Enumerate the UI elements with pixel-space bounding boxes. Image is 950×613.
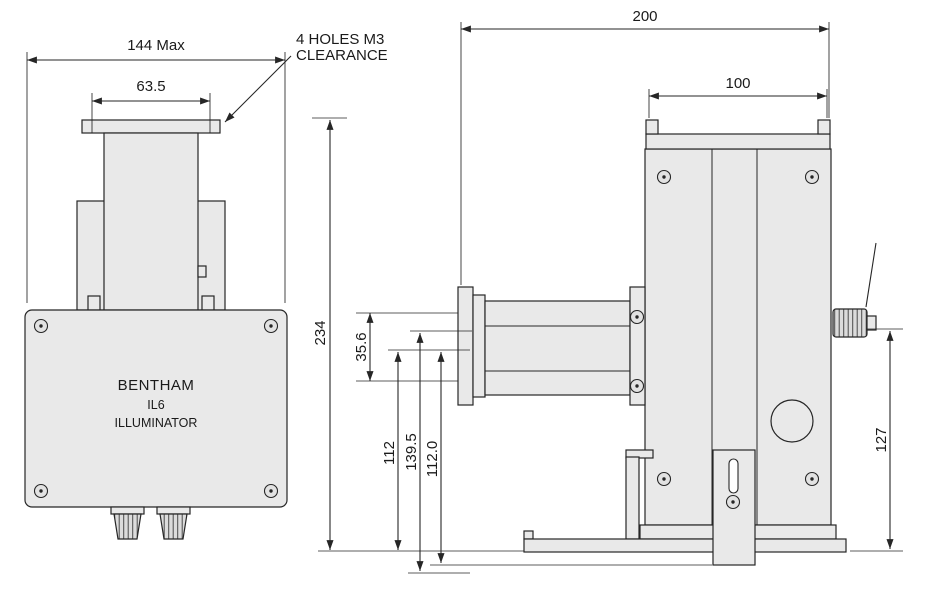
dimension-label: 63.5 — [136, 78, 165, 95]
top-lid-tab-left — [645, 119, 659, 135]
connector-plug-right — [159, 513, 188, 540]
screw-icon — [656, 169, 672, 185]
dimension-label: 144 Max — [127, 37, 185, 54]
connector-collar-right — [156, 506, 191, 515]
top-lid-tab-right — [817, 119, 831, 135]
dimension-annotations: 144 Max 63.5 4 HOLES M3 CLEARANCE 234 35… — [26, 8, 903, 574]
screw-icon — [33, 318, 49, 334]
model-label: IL6 — [147, 398, 164, 412]
callout-text-line2: CLEARANCE — [296, 47, 388, 64]
dimension-100: 100 — [648, 75, 828, 118]
foot-lip — [523, 530, 534, 540]
snout-tube — [484, 300, 631, 396]
dimension-127: 127 — [850, 328, 903, 552]
screw-icon — [33, 483, 49, 499]
dimension-139-5: 139.5 — [403, 330, 472, 574]
dimension-label: 139.5 — [403, 433, 420, 471]
snout-end-flange — [457, 286, 474, 406]
dimension-label: 234 — [312, 320, 329, 345]
dimension-200: 200 — [460, 8, 830, 285]
adjuster-knob-tip — [866, 315, 877, 331]
screw-icon — [263, 318, 279, 334]
dimension-112-0: 112.0 — [424, 352, 712, 566]
screw-icon — [263, 483, 279, 499]
adjuster-knob — [832, 308, 868, 338]
dimension-112: 112 — [381, 352, 402, 550]
connector-plug-left — [113, 513, 142, 540]
dimension-label: 112.0 — [424, 441, 441, 477]
side-view — [457, 119, 877, 566]
adjuster-rod — [865, 242, 877, 308]
screw-icon — [629, 378, 645, 394]
bracket-upright — [625, 456, 640, 540]
holes-callout: 4 HOLES M3 CLEARANCE — [224, 31, 388, 123]
side-port-hole — [770, 399, 814, 443]
dimension-35-6: 35.6 — [353, 312, 458, 382]
screw-icon — [804, 471, 820, 487]
dimension-label: 35.6 — [353, 332, 370, 361]
front-top-flange — [81, 119, 221, 134]
front-main-housing — [24, 309, 288, 508]
front-neck-column — [103, 132, 199, 311]
screw-icon — [629, 309, 645, 325]
dimension-144-max: 144 Max — [26, 37, 286, 303]
front-view: BENTHAM IL6 ILLUMINATOR — [24, 119, 288, 540]
dimension-63-5: 63.5 — [91, 78, 211, 133]
top-lid — [645, 133, 831, 150]
front-left-foot-tab — [87, 295, 101, 311]
connector-collar-left — [110, 506, 145, 515]
dimension-label: 112 — [381, 441, 398, 465]
dimension-label: 200 — [632, 8, 657, 25]
screw-icon — [656, 471, 672, 487]
dimension-label: 100 — [725, 75, 750, 92]
screw-icon — [804, 169, 820, 185]
dimension-label: 127 — [873, 427, 890, 452]
snout-collar — [472, 294, 486, 398]
foot-plate — [523, 538, 847, 553]
front-right-foot-tab — [201, 295, 215, 311]
leader-line — [224, 55, 292, 123]
callout-text-line1: 4 HOLES M3 — [296, 31, 384, 48]
screw-icon — [725, 494, 741, 510]
type-label: ILLUMINATOR — [115, 416, 198, 430]
front-latch-clip — [197, 265, 207, 278]
slider-slot — [728, 458, 739, 494]
brand-label: BENTHAM — [118, 377, 195, 394]
